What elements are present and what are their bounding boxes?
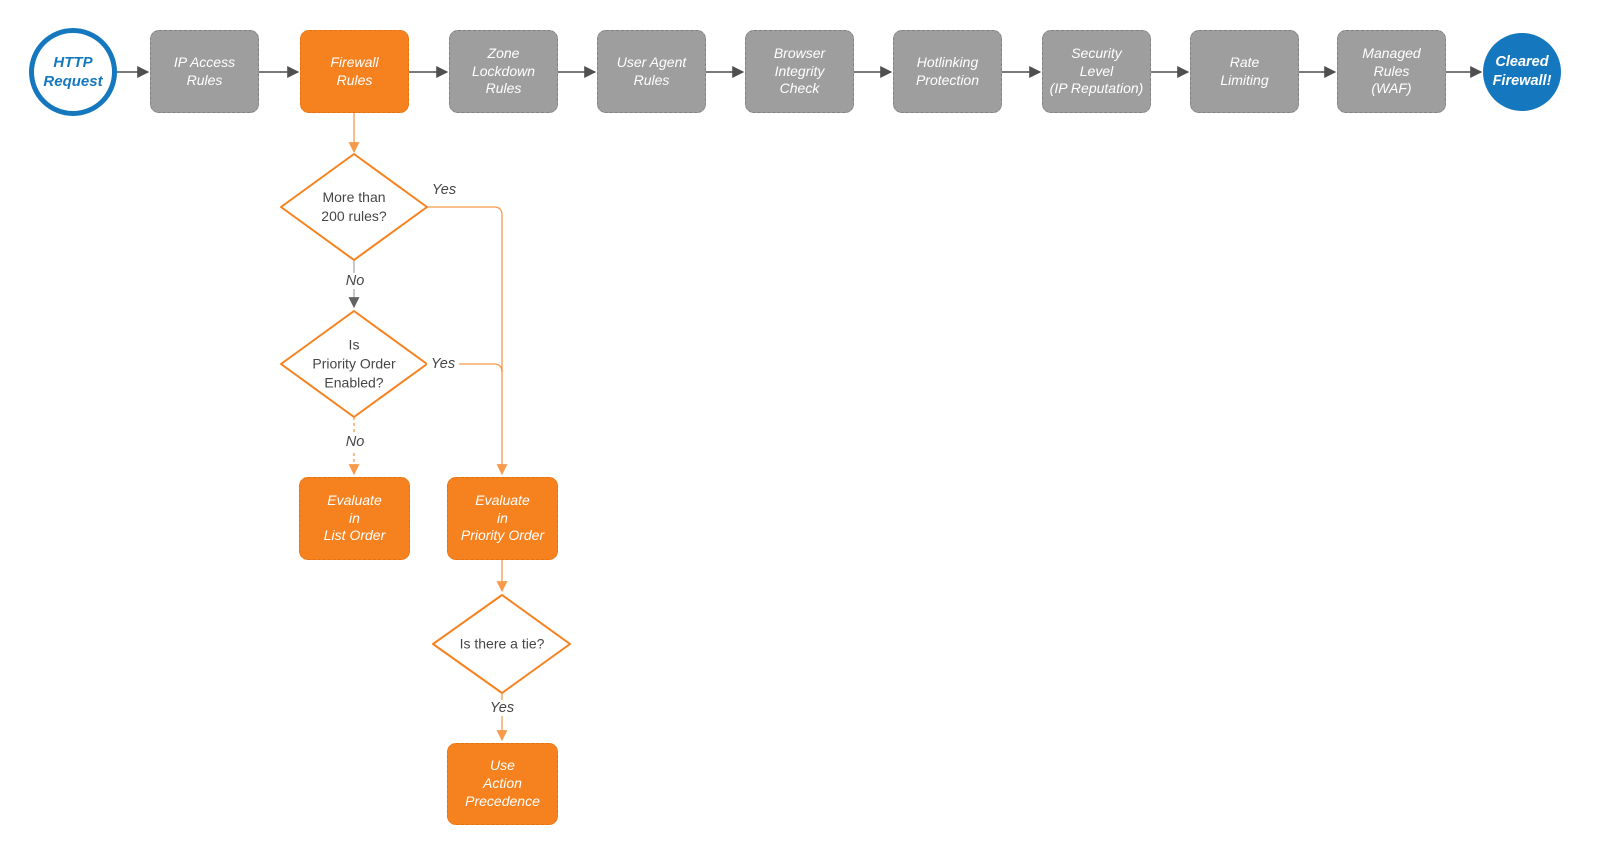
edge-label-decision3-yes: Yes <box>485 700 519 716</box>
decision-more-than-200-rules-label: More than 200 rules? <box>321 189 387 224</box>
action-box-label: Use Action Precedence <box>465 757 540 809</box>
pipeline-box-security-level-ip-reputation: Security Level (IP Reputation) <box>1042 30 1151 113</box>
edge-label-decision1-no: No <box>341 273 369 289</box>
action-box-label: Evaluate in Priority Order <box>460 491 545 544</box>
edge-label-decision2-yes: Yes <box>426 356 460 372</box>
pipeline-box-label: Firewall Rules <box>330 53 379 88</box>
decision-is-there-a-tie-shape <box>432 594 571 694</box>
pipeline-box-label: Security Level (IP Reputation) <box>1049 44 1144 97</box>
pipeline-box-label: Managed Rules (WAF) <box>1362 44 1421 97</box>
end-node-label: Cleared Firewall! <box>1492 54 1552 89</box>
action-box-label: Evaluate in List Order <box>323 491 386 544</box>
pipeline-box-firewall-rules: Firewall Rules <box>300 30 409 113</box>
edge-decision1-yes <box>427 206 508 476</box>
decision-priority-order-enabled-shape <box>280 310 428 418</box>
pipeline-box-label: Browser Integrity Check <box>773 44 826 97</box>
edge-decision2-yes <box>427 363 503 373</box>
pipeline-box-ip-access-rules: IP Access Rules <box>150 30 259 113</box>
pipeline-box-label: User Agent Rules <box>616 53 687 88</box>
pipeline-box-user-agent-rules: User Agent Rules <box>597 30 706 113</box>
decision-more-than-200-rules-shape <box>280 153 428 261</box>
action-box-use-action-precedence: Use Action Precedence <box>447 743 558 825</box>
decision-is-there-a-tie-label: Is there a tie? <box>459 635 545 652</box>
edge-label-decision1-yes: Yes <box>431 182 457 198</box>
pipeline-box-hotlinking-protection: Hotlinking Protection <box>893 30 1002 113</box>
decision-priority-order-enabled-label: Is Priority Order Enabled? <box>312 336 396 391</box>
pipeline-box-label: IP Access Rules <box>173 53 236 88</box>
action-box-evaluate-in-list-order: Evaluate in List Order <box>299 477 410 560</box>
pipeline-box-rate-limiting: Rate Limiting <box>1190 30 1299 113</box>
pipeline-box-label: Rate Limiting <box>1220 53 1269 88</box>
pipeline-box-label: Hotlinking Protection <box>915 53 980 88</box>
action-box-evaluate-in-priority-order: Evaluate in Priority Order <box>447 477 558 560</box>
pipeline-box-zone-lockdown-rules: Zone Lockdown Rules <box>449 30 558 113</box>
start-node-http-request: HTTP Request <box>29 28 117 116</box>
end-node-cleared-firewall: Cleared Firewall! <box>1483 33 1561 111</box>
pipeline-box-label: Zone Lockdown Rules <box>471 44 536 97</box>
pipeline-box-managed-rules-waf: Managed Rules (WAF) <box>1337 30 1446 113</box>
start-node-label: HTTP Request <box>43 53 103 91</box>
edge-label-decision2-no: No <box>341 434 369 450</box>
pipeline-box-browser-integrity-check: Browser Integrity Check <box>745 30 854 113</box>
